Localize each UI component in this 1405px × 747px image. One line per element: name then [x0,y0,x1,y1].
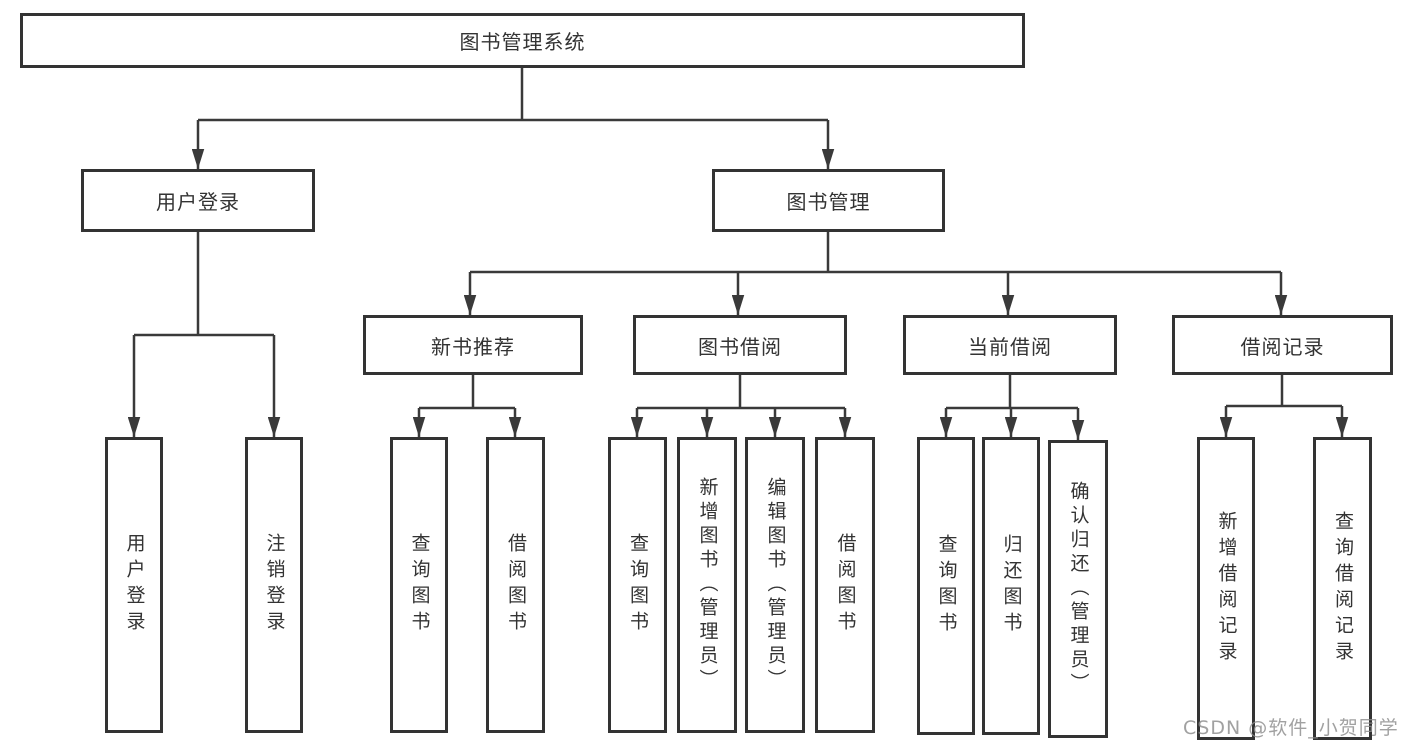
leaf-bb-add-books-admin: 新增图书（管理员） [677,437,737,733]
leaf-br-add-record: 新增借阅记录 [1197,437,1255,740]
leaf-bb-borrow-books: 借阅图书 [815,437,875,733]
node-book-borrowing: 图书借阅 [633,315,847,375]
node-new-book-recommend: 新书推荐 [363,315,583,375]
leaf-cb-confirm-return-admin: 确认归还（管理员） [1048,440,1108,738]
node-library-management-system: 图书管理系统 [20,13,1025,68]
leaf-nbr-query-books: 查询图书 [390,437,448,733]
leaf-bb-edit-books-admin: 编辑图书（管理员） [745,437,805,733]
leaf-cb-return-books: 归还图书 [982,437,1040,735]
leaf-bb-query-books: 查询图书 [608,437,667,733]
leaf-br-query-record: 查询借阅记录 [1313,437,1372,740]
leaf-cb-query-books: 查询图书 [917,437,975,735]
node-user-login: 用户登录 [81,169,315,232]
node-borrowing-records: 借阅记录 [1172,315,1393,375]
watermark: CSDN @软件_小贺同学 [1183,717,1399,739]
node-current-borrowing: 当前借阅 [903,315,1117,375]
node-book-management: 图书管理 [712,169,945,232]
leaf-nbr-borrow-books: 借阅图书 [486,437,545,733]
leaf-user-login: 用户登录 [105,437,163,733]
leaf-logout-login: 注销登录 [245,437,303,733]
